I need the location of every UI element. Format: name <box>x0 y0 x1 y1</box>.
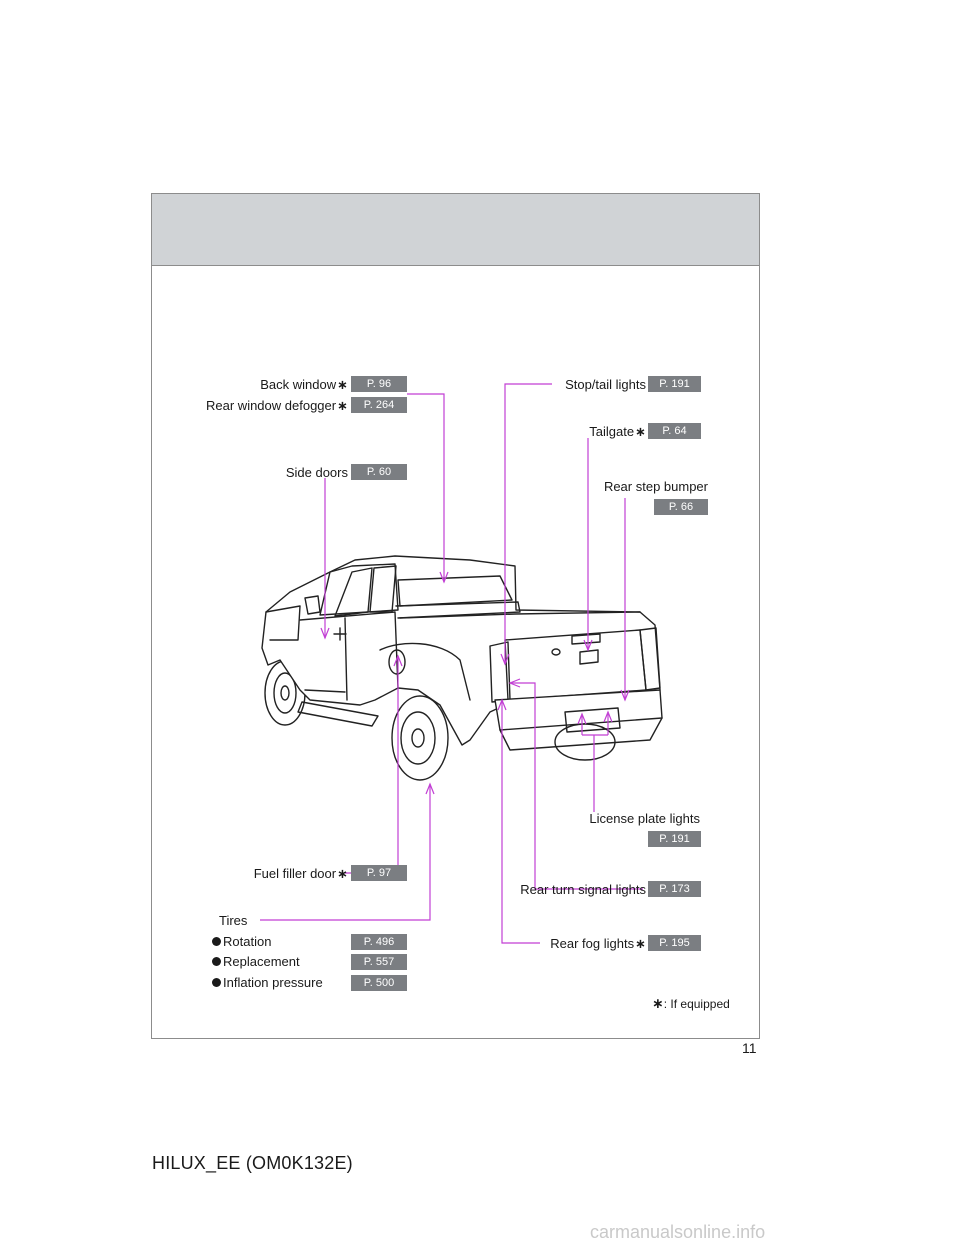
tires-inflation-pressure-page-ref[interactable]: P. 500 <box>351 975 407 991</box>
header-band <box>152 194 759 266</box>
side-doors-label: Side doors <box>285 465 348 480</box>
watermark: carmanualsonline.info <box>590 1222 766 1242</box>
rear-turn-signal-lights-page-ref[interactable]: P. 173 <box>648 881 701 897</box>
back-window-glass <box>397 575 513 607</box>
tires-replacement-page-ref[interactable]: P. 557 <box>351 954 407 970</box>
license-plate-lights-label: License plate lights <box>589 811 700 826</box>
stop-tail-lights-page-ref[interactable]: P. 191 <box>648 376 701 392</box>
tires-label: Tires <box>219 913 248 928</box>
side-step <box>297 701 379 727</box>
rear-window-defogger-label: Rear window defogger∗ <box>206 398 348 413</box>
leader-lines <box>260 383 643 944</box>
footer-document-code: HILUX_EE (OM0K132E) <box>152 1153 353 1173</box>
fuel-filler-door-page-ref[interactable]: P. 97 <box>351 865 407 881</box>
license-plate-recess <box>564 707 621 733</box>
rear-fog-lights-label: Rear fog lights∗ <box>550 936 646 951</box>
stop-tail-lights-label: Stop/tail lights <box>565 377 646 392</box>
pickup-truck-drawing <box>261 555 663 781</box>
back-window-label: Back window∗ <box>260 377 348 392</box>
bullet-icon <box>212 957 221 966</box>
side-doors-page-ref[interactable]: P. 60 <box>351 464 407 480</box>
back-window-page-ref[interactable]: P. 96 <box>351 376 407 392</box>
page-number: 11 <box>742 1040 757 1056</box>
tires-inflation-pressure-item: Inflation pressure <box>212 975 323 991</box>
fuel-filler-door-label: Fuel filler door∗ <box>253 866 348 881</box>
rear-side-window <box>334 567 373 617</box>
rear-wheel-left <box>391 695 449 781</box>
if-equipped-footnote: ∗: If equipped <box>652 995 730 1011</box>
rear-fog-lights-page-ref[interactable]: P. 195 <box>648 935 701 951</box>
tires-rotation-page-ref[interactable]: P. 496 <box>351 934 407 950</box>
tires-replacement-item: Replacement <box>212 954 300 970</box>
rear-window-defogger-page-ref[interactable]: P. 264 <box>351 397 407 413</box>
rear-step-bumper-label: Rear step bumper <box>603 479 708 494</box>
bullet-icon <box>212 937 221 946</box>
fuel-door <box>388 649 406 675</box>
right-tail-light <box>639 627 661 691</box>
tailgate-label: Tailgate∗ <box>589 424 646 439</box>
bullet-icon <box>212 978 221 987</box>
rear-turn-signal-lights-label: Rear turn signal lights <box>520 882 646 897</box>
toyota-emblem <box>551 648 561 656</box>
tires-rotation-item: Rotation <box>212 934 271 950</box>
license-plate-lights-page-ref[interactable]: P. 191 <box>648 831 701 847</box>
tailgate-page-ref[interactable]: P. 64 <box>648 423 701 439</box>
rear-step-bumper-page-ref[interactable]: P. 66 <box>654 499 708 515</box>
